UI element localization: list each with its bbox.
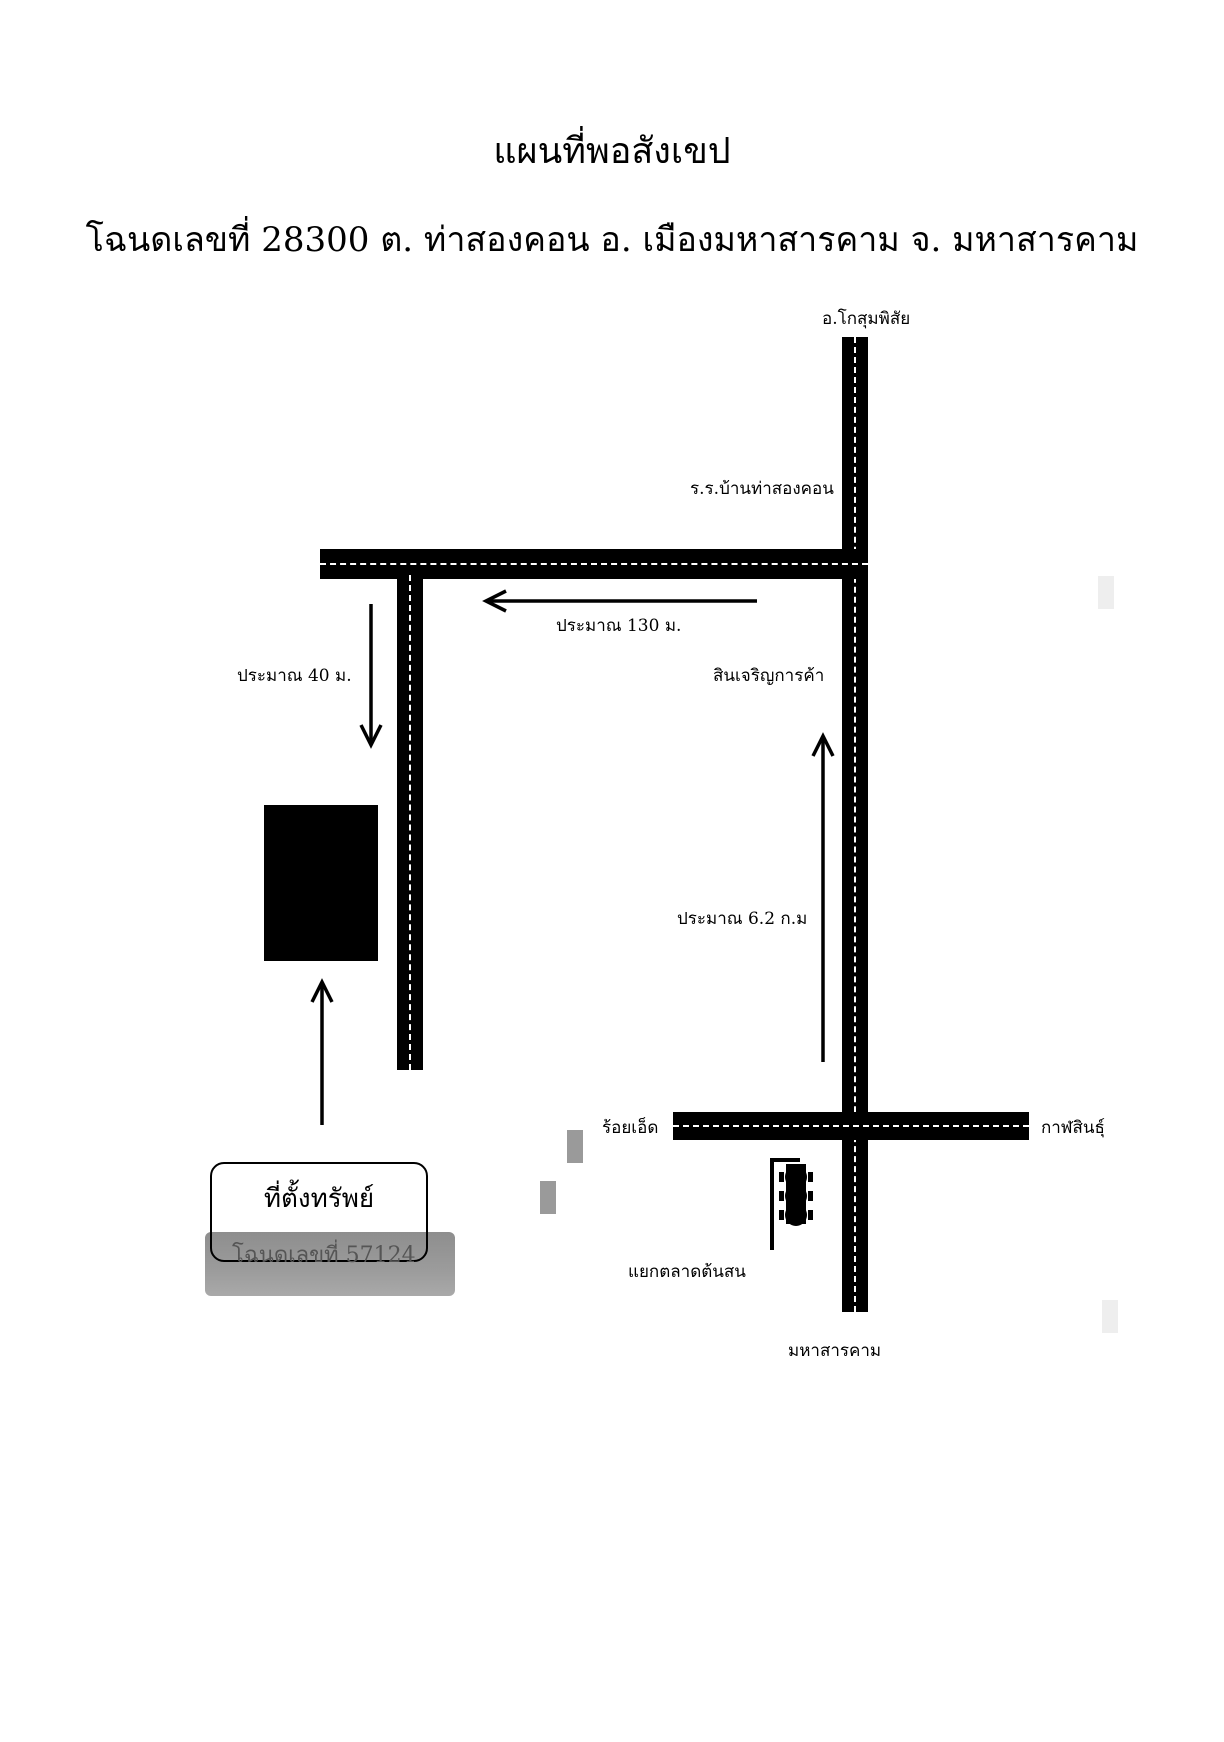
scan-mark xyxy=(567,1130,583,1163)
scan-mark xyxy=(1098,576,1114,609)
label-school: ร.ร.บ้านท่าสองคอน xyxy=(690,479,834,499)
label-distance-40m: ประมาณ 40 ม. xyxy=(237,666,352,686)
arrow-south-40m xyxy=(359,604,383,749)
traffic-light-icon xyxy=(770,1158,813,1250)
location-box-title: ที่ตั้งทรัพย์ xyxy=(263,1184,375,1214)
label-shop: สินเจริญการค้า xyxy=(713,666,825,686)
scan-mark xyxy=(540,1181,556,1214)
label-west-destination: ร้อยเอ็ด xyxy=(602,1118,659,1138)
cross-road-junction xyxy=(673,1112,1029,1140)
main-road-north-south xyxy=(842,337,868,1312)
label-distance-6-2km: ประมาณ 6.2 ก.ม xyxy=(677,909,808,929)
arrow-west-130m xyxy=(482,589,757,613)
location-box-deed-number: โฉนดเลขที่ 57124 xyxy=(232,1243,416,1268)
label-south-destination: มหาสารคาม xyxy=(788,1341,882,1361)
label-distance-130m: ประมาณ 130 ม. xyxy=(556,616,682,636)
soi-road-to-property xyxy=(397,575,423,1070)
label-north-destination: อ.โกสุมพิสัย xyxy=(822,309,911,329)
scan-mark xyxy=(1102,1300,1118,1333)
map-subtitle: โฉนดเลขที่ 28300 ต. ท่าสองคอน อ. เมืองมห… xyxy=(85,220,1139,260)
redaction-smudge xyxy=(205,1232,455,1296)
property-parcel xyxy=(264,805,378,961)
arrow-north-6-2km xyxy=(811,732,835,1062)
property-location-box: ที่ตั้งทรัพย์ โฉนดเลขที่ 57124 xyxy=(210,1162,428,1268)
arrow-north-to-property xyxy=(310,978,334,1125)
branch-road-east-west xyxy=(320,549,868,579)
label-junction: แยกตลาดต้นสน xyxy=(628,1262,746,1282)
map-title: แผนที่พอสังเขป xyxy=(493,131,731,172)
label-east-destination: กาฬสินธุ์ xyxy=(1041,1118,1105,1138)
